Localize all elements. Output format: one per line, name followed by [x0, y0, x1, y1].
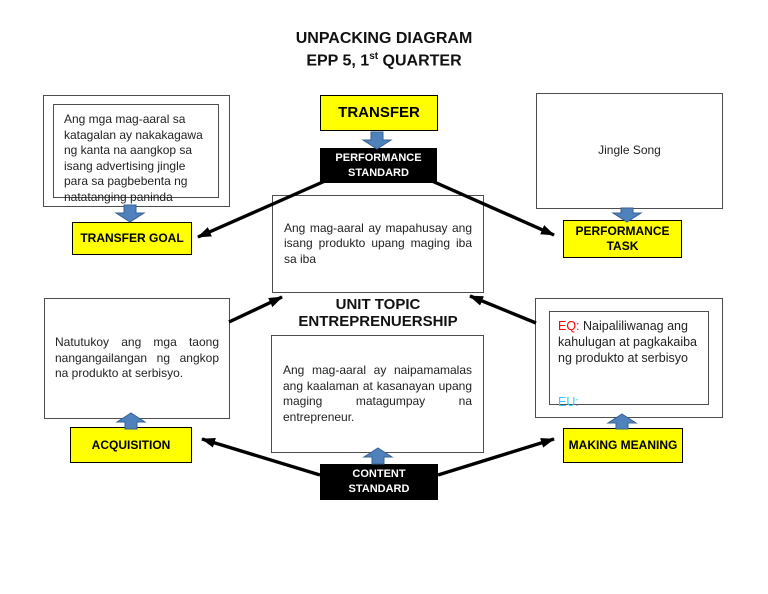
- eq-label: EQ:: [558, 319, 580, 333]
- node-content-standard: CONTENT STANDARD: [320, 464, 438, 500]
- node-performance-task: PERFORMANCE TASK: [563, 220, 682, 258]
- eq-text: Naipaliliwanag ang kahulugan at pagkakai…: [558, 319, 698, 365]
- node-making-meaning: MAKING MEANING: [563, 428, 683, 463]
- transfer-label: TRANSFER: [338, 103, 420, 121]
- transfer-goal-text-box: Ang mga mag-aaral sa katagalan ay nakaka…: [53, 104, 219, 204]
- unit-topic-line-2: ENTREPRENUERSHIP: [298, 313, 458, 330]
- blue-down-arrow-to-transfer-goal: [114, 204, 146, 223]
- acquisition-label: ACQUISITION: [91, 437, 171, 452]
- content-standard-text: Ang mag-aaral ay naipamamalas ang kaalam…: [283, 363, 472, 424]
- performance-standard-text-box: Ang mag-aaral ay mapahusay ang isang pro…: [272, 195, 484, 293]
- blue-down-arrow-to-performance-standard: [361, 131, 393, 150]
- eu-label: EU:: [558, 395, 579, 409]
- performance-task-label: PERFORMANCE TASK: [575, 224, 670, 253]
- transfer-goal-label: TRANSFER GOAL: [80, 231, 184, 245]
- node-performance-standard: PERFORMANCE STANDARD: [320, 148, 437, 183]
- performance-standard-label: PERFORMANCE STANDARD: [335, 151, 422, 179]
- unit-topic-line-1: UNIT TOPIC: [335, 296, 421, 313]
- page-title: UNPACKING DIAGRAM EPP 5, 1st QUARTER: [0, 30, 768, 70]
- performance-standard-text: Ang mag-aaral ay mapahusay ang isang pro…: [284, 220, 472, 266]
- content-standard-text-box: Ang mag-aaral ay naipamamalas ang kaalam…: [271, 335, 484, 453]
- transfer-goal-text: Ang mga mag-aaral sa katagalan ay nakaka…: [64, 112, 203, 204]
- node-transfer-goal: TRANSFER GOAL: [72, 222, 192, 255]
- making-meaning-outer-box: EQ: Naipaliliwanag ang kahulugan at pagk…: [535, 298, 723, 418]
- acquisition-text: Natutukoy ang mga taong nangangailangan …: [55, 335, 219, 381]
- making-meaning-label: MAKING MEANING: [568, 438, 678, 452]
- transfer-goal-outer-box: Ang mga mag-aaral sa katagalan ay nakaka…: [43, 95, 230, 207]
- content-standard-label: CONTENT STANDARD: [348, 468, 410, 495]
- title-superscript: st: [369, 51, 379, 62]
- making-meaning-text-box: EQ: Naipaliliwanag ang kahulugan at pagk…: [549, 311, 709, 409]
- performance-task-text: Jingle Song: [598, 143, 661, 158]
- node-transfer: TRANSFER: [320, 95, 438, 131]
- node-acquisition: ACQUISITION: [70, 427, 192, 463]
- unit-topic-heading: UNIT TOPIC ENTREPRENUERSHIP: [272, 296, 484, 330]
- acquisition-text-box: Natutukoy ang mga taong nangangailangan …: [44, 298, 230, 419]
- title-line-2: EPP 5, 1st QUARTER: [306, 51, 462, 70]
- performance-task-text-box: Jingle Song: [536, 93, 723, 209]
- title-line-1: UNPACKING DIAGRAM: [295, 30, 473, 47]
